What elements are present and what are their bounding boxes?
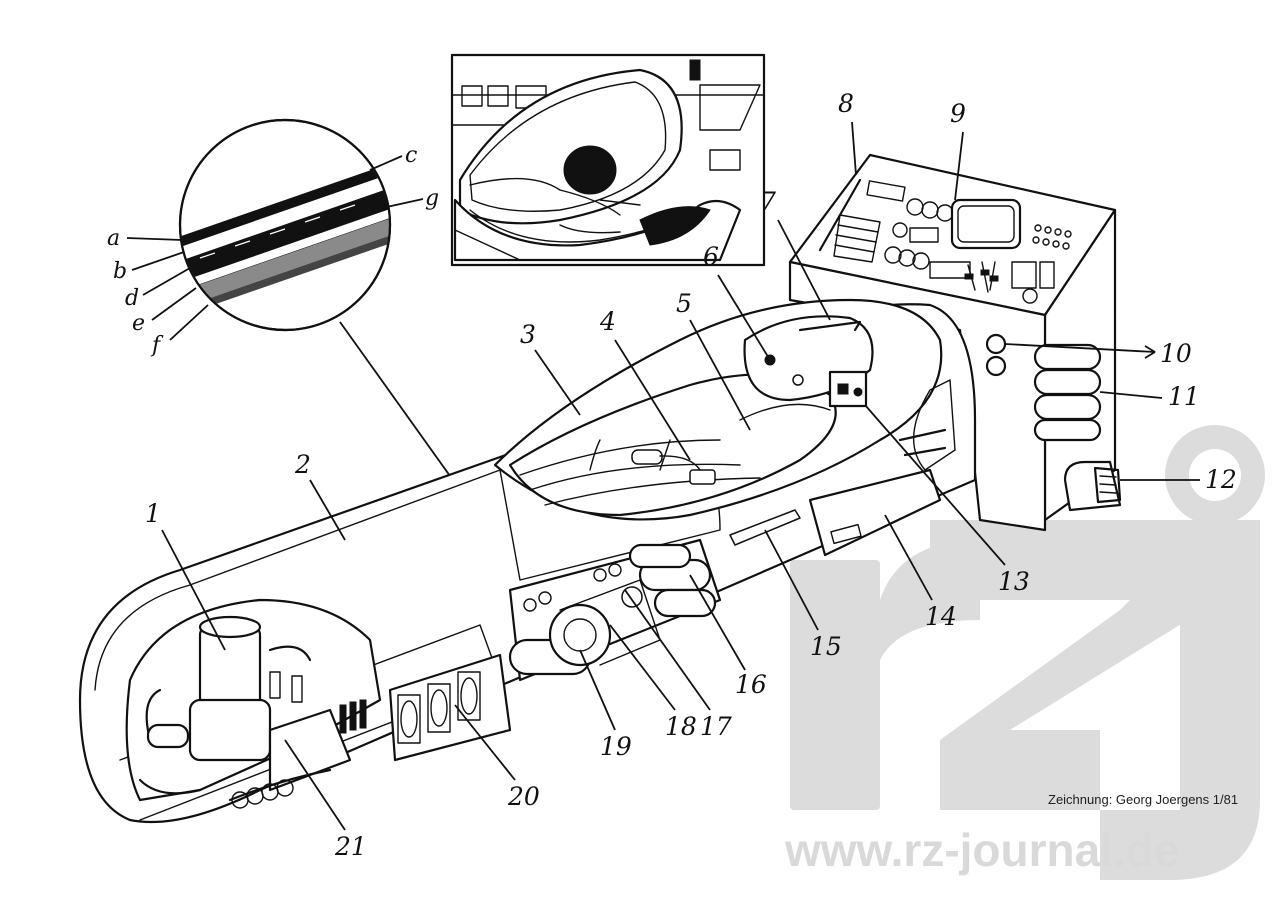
layer-label-a: a [107, 226, 120, 251]
label-18: 18 [665, 712, 697, 741]
label-4: 4 [599, 307, 616, 336]
label-14: 14 [925, 602, 957, 631]
label-21: 21 [334, 832, 367, 861]
keypad [833, 214, 881, 263]
control-console [788, 153, 1122, 532]
small-buttons [1032, 224, 1072, 250]
label-6: 6 [703, 242, 719, 271]
center-bays [388, 538, 722, 762]
label-1: 1 [145, 499, 161, 528]
label-8: 8 [838, 89, 854, 118]
label-20: 20 [507, 782, 540, 811]
hull-layers-magnifier [178, 118, 530, 578]
watermark-url: www.rz-journal.de [784, 824, 1179, 876]
layer-label-g: g [425, 186, 439, 211]
label-11: 11 [1168, 382, 1200, 411]
layer-label-c: c [405, 143, 417, 168]
label-17: 17 [700, 712, 732, 741]
label-13: 13 [998, 567, 1030, 596]
label-16: 16 [735, 670, 767, 699]
layer-label-d: d [125, 286, 139, 311]
internal-machinery-left [125, 598, 382, 809]
label-12: 12 [1205, 465, 1237, 494]
vent-unit [1063, 460, 1122, 512]
gas-cylinders [1033, 343, 1102, 442]
label-9: 9 [950, 99, 966, 128]
slider-controls [964, 261, 999, 293]
cockpit-inset-drawing [450, 53, 766, 267]
label-5: 5 [676, 289, 692, 318]
drawing-credit: Zeichnung: Georg Joergens 1/81 [1048, 792, 1238, 807]
layer-label-b: b [113, 259, 127, 284]
label-7: 7 [760, 187, 776, 216]
callouts: 1 2 3 4 5 6 7 8 9 10 11 12 13 14 15 16 1… [145, 89, 1237, 861]
label-19: 19 [600, 732, 632, 761]
label-3: 3 [520, 320, 536, 349]
storage-tanks [628, 543, 717, 618]
layer-label-f: f [150, 333, 164, 358]
label-15: 15 [810, 632, 842, 661]
rz-journal-watermark-logo [790, 425, 1265, 880]
layer-label-e: e [132, 311, 145, 336]
label-10: 10 [1160, 339, 1192, 368]
label-2: 2 [294, 450, 311, 479]
